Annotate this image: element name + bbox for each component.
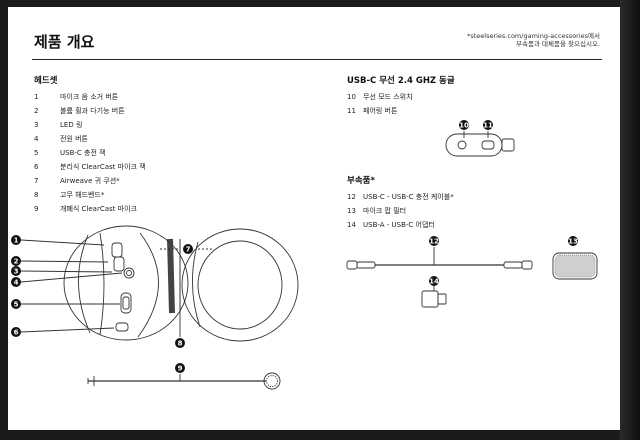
svg-text:3: 3	[14, 268, 19, 276]
callout-2: 2	[11, 256, 21, 266]
accessory-source-note: *steelseries.com/gaming-accessories에서 부속…	[467, 32, 600, 48]
pop-filter-mesh	[554, 254, 596, 278]
svg-text:12: 12	[429, 238, 439, 246]
callout-8: 8	[175, 338, 185, 348]
svg-text:6: 6	[14, 329, 19, 337]
manual-page: 제품 개요 *steelseries.com/gaming-accessorie…	[8, 7, 620, 430]
callout-6: 6	[11, 327, 21, 337]
svg-text:13: 13	[568, 238, 578, 246]
svg-text:7: 7	[186, 246, 191, 254]
svg-text:14: 14	[429, 278, 439, 286]
svg-text:11: 11	[483, 122, 493, 130]
callout-11: 11	[483, 120, 493, 130]
callout-4: 4	[11, 277, 21, 287]
callout-5: 5	[11, 299, 21, 309]
source-note-line-2: 부속품과 대체품을 찾으십시오.	[516, 40, 600, 48]
svg-text:9: 9	[178, 365, 183, 373]
accessories-heading: 부속품*	[347, 176, 375, 186]
callout-14: 14	[429, 276, 439, 286]
callout-9: 9	[175, 363, 185, 373]
title-divider	[32, 59, 602, 60]
callout-3: 3	[11, 266, 21, 276]
page-title: 제품 개요	[34, 33, 95, 51]
headset-heading: 헤드셋	[34, 76, 58, 86]
svg-text:5: 5	[14, 301, 19, 309]
accessories-illustration: 12 13 14	[346, 236, 598, 308]
source-note-line-1: *steelseries.com/gaming-accessories에서	[467, 32, 600, 40]
callout-7: 7	[183, 244, 193, 254]
svg-text:2: 2	[14, 258, 19, 266]
dongle-heading: USB-C 무선 2.4 GHZ 동글	[347, 76, 455, 86]
callout-1: 1	[11, 235, 21, 245]
svg-text:8: 8	[178, 340, 183, 348]
callout-10: 10	[459, 120, 469, 130]
svg-text:1: 1	[14, 237, 19, 245]
dongle-illustration: 10 11	[445, 120, 515, 157]
svg-text:10: 10	[459, 122, 469, 130]
callout-13: 13	[568, 236, 578, 246]
callout-12: 12	[429, 236, 439, 246]
headset-illustration: 1 2 3 4 5 6 7 8 9	[11, 225, 299, 390]
svg-text:4: 4	[14, 279, 19, 287]
page-edge-shadow	[620, 0, 640, 440]
